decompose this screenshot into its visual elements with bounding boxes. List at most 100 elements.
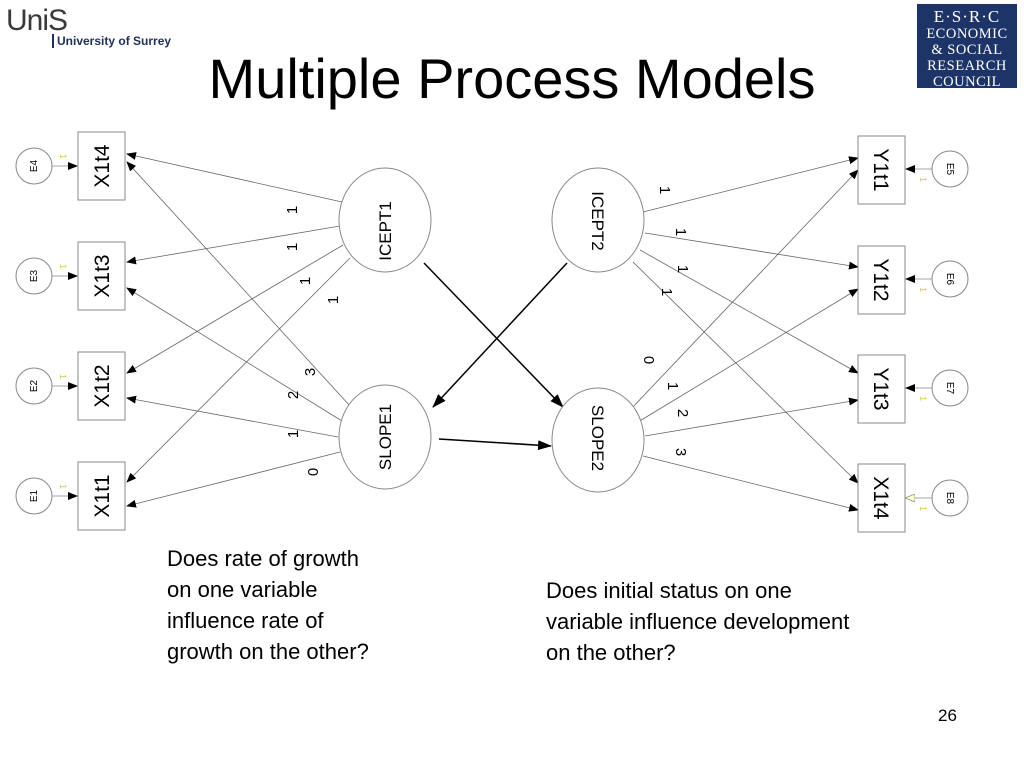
esrc-logo-line: RESEARCH bbox=[927, 58, 1007, 74]
error-label-e2: E2 bbox=[29, 379, 40, 392]
question-right: Does initial status on one variable infl… bbox=[546, 578, 850, 665]
error-weight-e6: 1 bbox=[918, 287, 928, 292]
error-label-e3: E3 bbox=[29, 269, 40, 282]
error-e1 bbox=[15, 477, 53, 515]
latent-icept2 bbox=[551, 167, 645, 273]
loading-slope1-x1t1: 0 bbox=[305, 468, 322, 476]
loading-slope1-x1t2: 1 bbox=[285, 430, 302, 438]
error-e8 bbox=[931, 479, 969, 517]
page-number: 26 bbox=[938, 706, 957, 725]
indicator-label-y1t3: Y1t3 bbox=[869, 367, 892, 410]
esrc-logo-line: COUNCIL bbox=[933, 74, 1001, 90]
path-slope2-x1t4b bbox=[642, 455, 859, 512]
error-label-e5: E5 bbox=[944, 163, 955, 176]
indicator-labels: X1t4 X1t3 X1t2 X1t1 Y1t1 Y1t2 Y1t3 X1t4 bbox=[91, 144, 892, 520]
paths-right bbox=[629, 156, 859, 512]
error-label-e7: E7 bbox=[944, 382, 955, 395]
loading-icept1-x1t3: 1 bbox=[284, 243, 301, 251]
latent-label-icept2: ICEPT2 bbox=[588, 191, 607, 251]
loading-icept1-x1t1: 1 bbox=[325, 296, 342, 304]
esrc-logo-line: E·S·R·C bbox=[933, 7, 1001, 26]
error-circles bbox=[15, 147, 969, 517]
error-e3 bbox=[15, 257, 53, 295]
path-slope1-x1t1 bbox=[126, 451, 341, 508]
loading-slope2-y1t3: 2 bbox=[674, 409, 691, 417]
indicator-boxes bbox=[77, 131, 906, 533]
indicator-label-x1t1: X1t1 bbox=[91, 474, 114, 517]
error-weight-e5: 1 bbox=[918, 177, 928, 182]
loading-icept2-y1t1: 1 bbox=[656, 186, 673, 194]
path-slope2-y1t2 bbox=[637, 288, 859, 423]
loading-icept2-y1t3: 1 bbox=[674, 265, 691, 273]
cross-paths bbox=[423, 262, 568, 451]
latent-label-icept1: ICEPT1 bbox=[376, 201, 395, 261]
error-e5 bbox=[931, 150, 969, 188]
error-e4 bbox=[15, 147, 53, 185]
latent-labels: ICEPT1 SLOPE1 ICEPT2 SLOPE2 bbox=[376, 191, 607, 471]
error-labels: E4 E3 E2 E1 E5 E6 E7 E8 bbox=[29, 159, 955, 504]
path-icept2-y1t3 bbox=[639, 249, 859, 374]
latent-label-slope2: SLOPE2 bbox=[588, 405, 607, 471]
indicator-label-x1t3: X1t3 bbox=[91, 254, 114, 297]
path-icept2-y1t2 bbox=[644, 232, 859, 270]
path-icept2-y1t1 bbox=[642, 156, 859, 213]
indicator-label-x1t2: X1t2 bbox=[91, 364, 114, 407]
loading-labels: 1 1 1 1 3 2 1 0 1 1 1 1 0 1 2 3 bbox=[284, 186, 691, 476]
latent-ellipses bbox=[338, 167, 645, 493]
path-icept1-x1t2 bbox=[126, 244, 344, 374]
esrc-logo-line: ECONOMIC bbox=[926, 26, 1008, 42]
loading-slope1-x1t3: 2 bbox=[285, 391, 302, 399]
indicator-label-y1t1: Y1t1 bbox=[869, 148, 892, 191]
indicator-x1t4b bbox=[857, 463, 906, 533]
error-label-e6: E6 bbox=[944, 273, 955, 286]
path-icept1-x1t3 bbox=[126, 225, 341, 265]
indicator-x1t4 bbox=[77, 131, 126, 201]
indicator-x1t3 bbox=[77, 241, 126, 311]
loading-slope2-y1t2: 1 bbox=[664, 382, 681, 390]
path-icept1-slope2 bbox=[423, 262, 564, 408]
loading-slope2-y1t1: 0 bbox=[640, 356, 657, 364]
indicator-y1t3 bbox=[857, 354, 906, 424]
path-slope1-x1t2 bbox=[126, 395, 339, 438]
loading-icept1-x1t2: 1 bbox=[297, 277, 314, 285]
error-label-e4: E4 bbox=[29, 159, 40, 172]
error-weight-e4: 1 bbox=[58, 154, 68, 159]
indicator-label-x1t4: X1t4 bbox=[91, 144, 114, 188]
indicator-x1t1 bbox=[77, 461, 126, 531]
error-weights: 1 1 1 1 1 1 1 1 bbox=[58, 154, 928, 511]
university-of-surrey-logo: UniS University of Surrey bbox=[6, 4, 176, 50]
error-label-e8: E8 bbox=[944, 492, 955, 505]
path-slope2-y1t1 bbox=[629, 169, 859, 411]
error-paths bbox=[51, 162, 933, 498]
latent-label-slope1: SLOPE1 bbox=[376, 404, 395, 470]
esrc-logo: E·S·R·C ECONOMIC & SOCIAL RESEARCH COUNC… bbox=[917, 4, 1017, 90]
error-e7 bbox=[931, 369, 969, 407]
unis-logo-subtitle: University of Surrey bbox=[52, 34, 171, 48]
latent-slope2 bbox=[551, 387, 645, 493]
indicator-label-x1t4b: X1t4 bbox=[869, 476, 892, 520]
path-slope2-y1t3 bbox=[644, 397, 859, 437]
loading-icept1-x1t4: 1 bbox=[284, 206, 301, 214]
indicator-x1t2 bbox=[77, 351, 126, 421]
path-icept1-x1t4 bbox=[126, 152, 343, 203]
path-slope1-x1t4 bbox=[126, 161, 351, 407]
loading-icept2-y1t2: 1 bbox=[672, 228, 689, 236]
path-icept2-slope1 bbox=[432, 262, 568, 408]
paths-left bbox=[126, 152, 351, 508]
error-weight-e7: 1 bbox=[918, 396, 928, 401]
esrc-logo-line: & SOCIAL bbox=[931, 42, 1003, 58]
loading-slope1-x1t4: 3 bbox=[302, 368, 319, 376]
indicator-label-y1t2: Y1t2 bbox=[869, 258, 892, 301]
latent-icept1 bbox=[338, 167, 432, 273]
loading-slope2-x1t4b: 3 bbox=[672, 448, 689, 456]
error-weight-e1: 1 bbox=[58, 484, 68, 489]
indicator-y1t1 bbox=[857, 135, 906, 205]
error-e2 bbox=[15, 367, 53, 405]
path-slope1-x1t3 bbox=[126, 287, 343, 422]
error-label-e1: E1 bbox=[29, 489, 40, 502]
latent-slope1 bbox=[338, 384, 432, 490]
question-left: Does rate of growth on one variable infl… bbox=[167, 546, 369, 664]
error-weight-e8: 1 bbox=[918, 506, 928, 511]
loading-icept2-x1t4b: 1 bbox=[658, 288, 675, 296]
path-icept2-x1t4b bbox=[632, 261, 859, 484]
